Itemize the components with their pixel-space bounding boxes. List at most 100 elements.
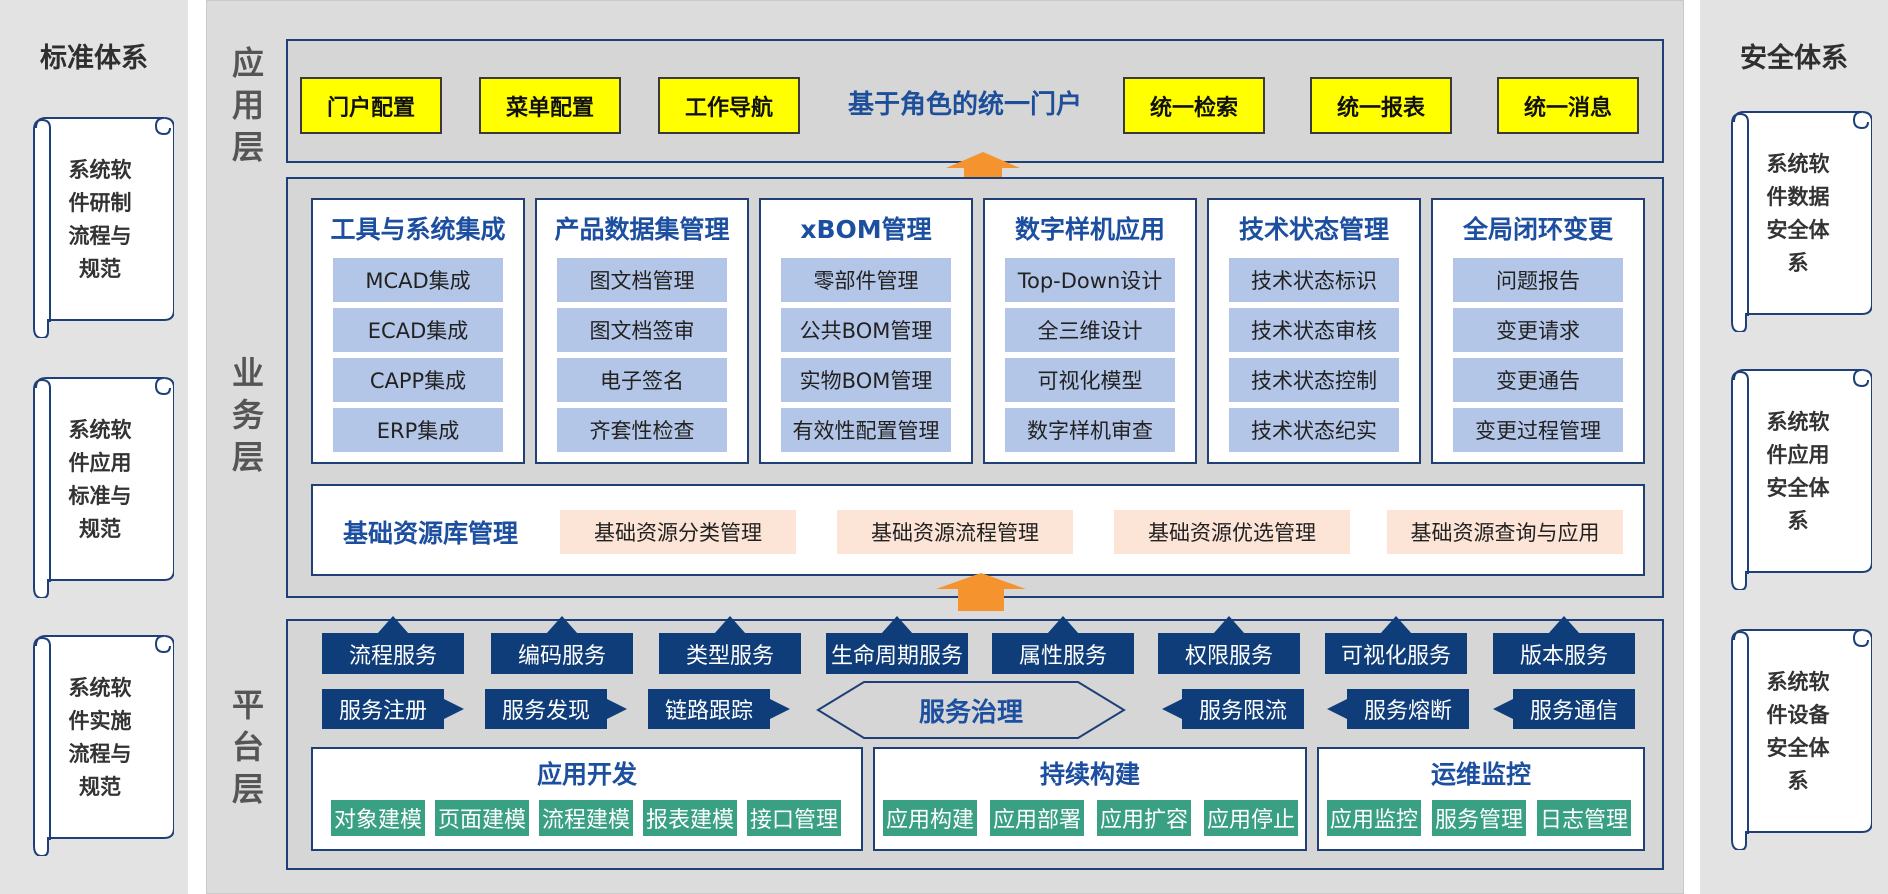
- gov-arrow-icon: [770, 699, 790, 719]
- gov-arrow-icon: [1162, 699, 1182, 719]
- group-item: 接口管理: [747, 800, 841, 836]
- layer-label-text: 应用层: [232, 44, 265, 166]
- governance-title: 服务治理: [918, 697, 1023, 728]
- gov-registration[interactable]: 服务注册: [322, 689, 444, 729]
- module-item: 技术状态控制: [1229, 358, 1399, 402]
- module-title: 技术状态管理: [1238, 215, 1389, 244]
- scroll-icon: [33, 117, 175, 340]
- module-item: 电子签名: [557, 358, 727, 402]
- module-tool-integration: 工具与系统集成 MCAD集成 ECAD集成 CAPP集成 ERP集成: [311, 198, 525, 464]
- module-item: 技术状态纪实: [1229, 408, 1399, 452]
- scroll-text: 系统软件应用安全体系: [1766, 410, 1830, 533]
- group-title: 持续构建: [1039, 760, 1140, 789]
- gov-communication[interactable]: 服务通信: [1513, 689, 1635, 729]
- module-item: 图文档管理: [557, 258, 727, 302]
- service-attribute[interactable]: 属性服务: [992, 633, 1134, 674]
- module-item: MCAD集成: [333, 258, 503, 302]
- group-item: 服务管理: [1432, 800, 1526, 836]
- layer-label-business: 业务层: [225, 352, 271, 478]
- module-item: 图文档签审: [557, 308, 727, 352]
- governance-hexagon: [816, 681, 1126, 739]
- scroll-text: 系统软件研制流程与规范: [68, 158, 132, 281]
- security-title: 安全体系: [1740, 43, 1848, 74]
- group-item: 应用停止: [1204, 800, 1298, 836]
- gov-arrow-icon: [1493, 699, 1513, 719]
- service-permission[interactable]: 权限服务: [1158, 633, 1300, 674]
- gov-tracing[interactable]: 链路跟踪: [648, 689, 770, 729]
- standard-scroll-3: 系统软件实施流程与规范: [24, 628, 175, 858]
- group-item: 应用扩容: [1097, 800, 1191, 836]
- portal-title: 基于角色的统一门户: [847, 90, 1082, 120]
- service-arrow-icon: [546, 616, 578, 634]
- module-item: 变更请求: [1453, 308, 1623, 352]
- group-app-dev: 应用开发 对象建模 页面建模 流程建模 报表建模 接口管理: [311, 747, 863, 851]
- gov-rate-limit[interactable]: 服务限流: [1182, 689, 1304, 729]
- module-digital-prototype: 数字样机应用 Top-Down设计 全三维设计 可视化模型 数字样机审查: [983, 198, 1197, 464]
- module-item: ECAD集成: [333, 308, 503, 352]
- module-tech-state: 技术状态管理 技术状态标识 技术状态审核 技术状态控制 技术状态纪实: [1207, 198, 1421, 464]
- unified-message-button[interactable]: 统一消息: [1497, 77, 1639, 134]
- service-lifecycle[interactable]: 生命周期服务: [826, 633, 968, 674]
- scroll-icon: [1731, 629, 1873, 852]
- service-arrow-icon: [1213, 616, 1245, 634]
- security-scroll-3: 系统软件设备安全体系: [1722, 622, 1873, 852]
- service-process[interactable]: 流程服务: [322, 633, 464, 674]
- scroll-icon: [33, 635, 175, 858]
- module-title: xBOM管理: [800, 215, 932, 244]
- group-item: 应用监控: [1327, 800, 1421, 836]
- resource-item: 基础资源流程管理: [837, 510, 1073, 554]
- module-item: 公共BOM管理: [781, 308, 951, 352]
- service-coding[interactable]: 编码服务: [491, 633, 633, 674]
- portal-config-button[interactable]: 门户配置: [300, 77, 442, 134]
- service-arrow-icon: [1047, 616, 1079, 634]
- resource-item: 基础资源查询与应用: [1387, 510, 1623, 554]
- gov-circuit-break[interactable]: 服务熔断: [1347, 689, 1469, 729]
- module-item: 问题报告: [1453, 258, 1623, 302]
- standard-scroll-2: 系统软件应用标准与规范: [24, 370, 175, 600]
- service-visualization[interactable]: 可视化服务: [1325, 633, 1467, 674]
- group-item: 日志管理: [1537, 800, 1631, 836]
- group-title: 应用开发: [536, 760, 637, 789]
- up-arrow-icon: [936, 573, 1026, 611]
- module-product-data: 产品数据集管理 图文档管理 图文档签审 电子签名 齐套性检查: [535, 198, 749, 464]
- gov-arrow-icon: [607, 699, 627, 719]
- resource-item: 基础资源分类管理: [560, 510, 796, 554]
- resource-title: 基础资源库管理: [343, 519, 519, 548]
- group-item: 对象建模: [331, 800, 425, 836]
- service-arrow-icon: [714, 616, 746, 634]
- service-arrow-icon: [1548, 616, 1580, 634]
- group-item: 页面建模: [435, 800, 529, 836]
- menu-config-button[interactable]: 菜单配置: [479, 77, 621, 134]
- unified-report-button[interactable]: 统一报表: [1310, 77, 1452, 134]
- scroll-text: 系统软件应用标准与规范: [68, 418, 132, 541]
- module-item: 数字样机审查: [1005, 408, 1175, 452]
- layer-label-text: 平台层: [232, 686, 265, 808]
- service-arrow-icon: [1380, 616, 1412, 634]
- scroll-icon: [1731, 369, 1873, 592]
- group-title: 运维监控: [1430, 760, 1531, 789]
- module-item: 零部件管理: [781, 258, 951, 302]
- resource-item: 基础资源优选管理: [1114, 510, 1350, 554]
- gov-arrow-icon: [444, 699, 464, 719]
- module-title: 全局闭环变更: [1462, 215, 1613, 244]
- module-item: Top-Down设计: [1005, 258, 1175, 302]
- group-item: 流程建模: [539, 800, 633, 836]
- module-item: 有效性配置管理: [781, 408, 951, 452]
- module-item: 齐套性检查: [557, 408, 727, 452]
- security-scroll-2: 系统软件应用安全体系: [1722, 362, 1873, 592]
- module-title: 工具与系统集成: [330, 215, 506, 244]
- module-item: 可视化模型: [1005, 358, 1175, 402]
- resource-library-box: 基础资源库管理 基础资源分类管理 基础资源流程管理 基础资源优选管理 基础资源查…: [311, 484, 1645, 576]
- layer-label-platform: 平台层: [225, 684, 271, 810]
- module-item: 变更通告: [1453, 358, 1623, 402]
- work-nav-button[interactable]: 工作导航: [658, 77, 800, 134]
- unified-search-button[interactable]: 统一检索: [1123, 77, 1265, 134]
- service-type[interactable]: 类型服务: [659, 633, 801, 674]
- gov-discovery[interactable]: 服务发现: [485, 689, 607, 729]
- scroll-icon: [33, 377, 175, 600]
- gov-arrow-icon: [1327, 699, 1347, 719]
- layer-label-text: 业务层: [232, 354, 265, 476]
- service-version[interactable]: 版本服务: [1493, 633, 1635, 674]
- module-item: CAPP集成: [333, 358, 503, 402]
- module-item: 实物BOM管理: [781, 358, 951, 402]
